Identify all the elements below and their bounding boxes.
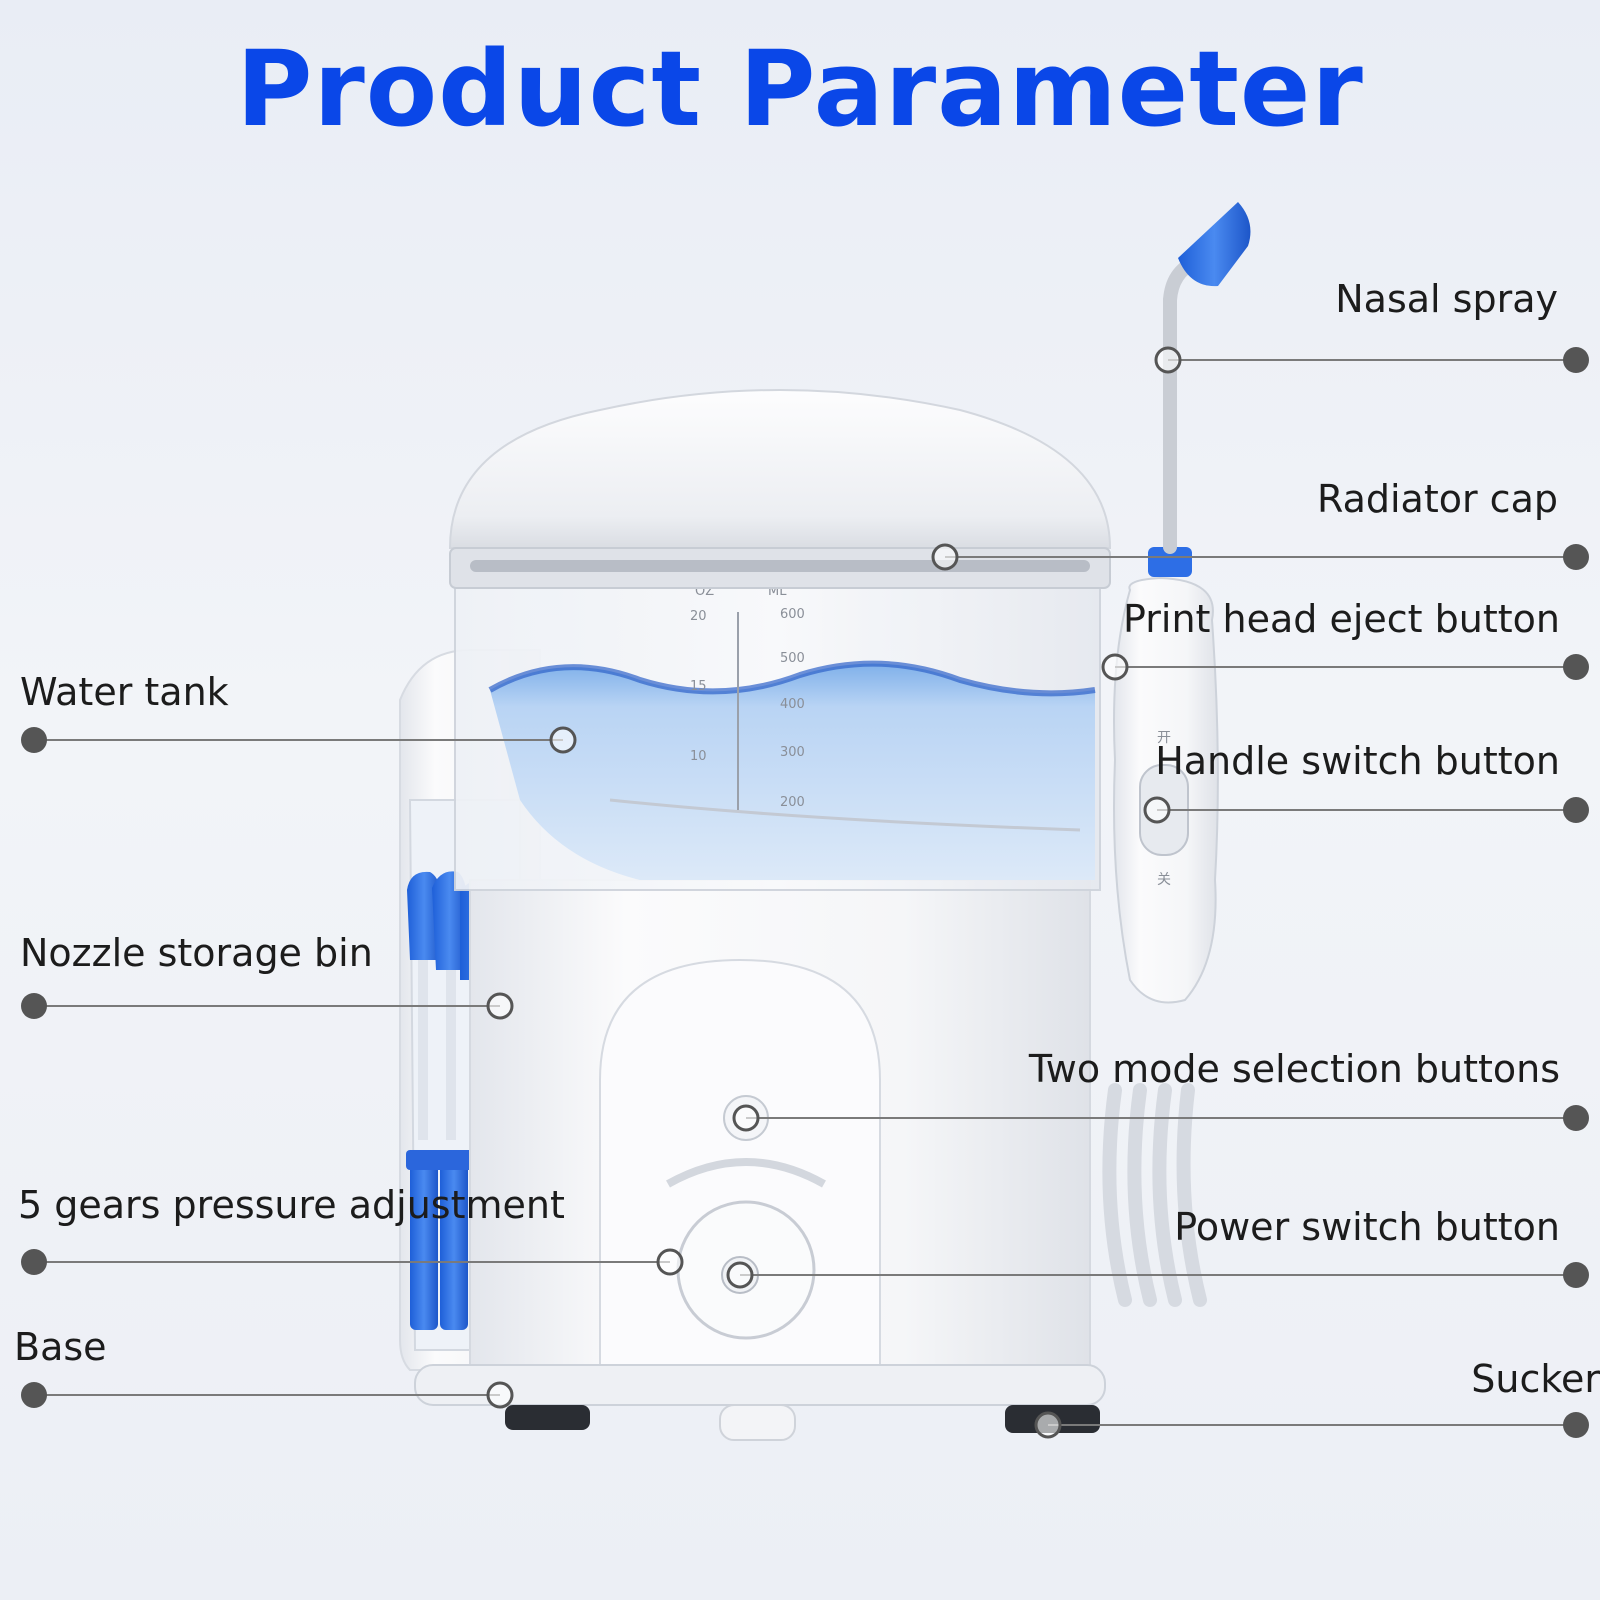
svg-text:600: 600 — [780, 607, 805, 622]
callout-label-water-tank: Water tank — [20, 670, 229, 714]
sucker-left — [505, 1405, 590, 1430]
svg-text:200: 200 — [780, 795, 805, 810]
leader-ring-sucker — [1034, 1411, 1062, 1439]
leader-dot-print-head-eject-button — [1563, 654, 1589, 680]
leader-ring-two-mode-selection-buttons — [732, 1104, 760, 1132]
base-foot — [719, 1404, 796, 1441]
callout-label-nasal-spray: Nasal spray — [1335, 277, 1558, 321]
water-tank: OZ ML 20 15 10 600 500 400 300 200 — [454, 559, 1101, 891]
svg-text:500: 500 — [780, 651, 805, 666]
leader-ring-handle-switch-button — [1143, 796, 1171, 824]
callout-label-nozzle-storage-bin: Nozzle storage bin — [20, 931, 373, 975]
water — [490, 663, 1095, 880]
callout-label-radiator-cap: Radiator cap — [1317, 477, 1558, 521]
callout-label-base: Base — [14, 1325, 107, 1369]
leader-dot-two-mode-selection-buttons — [1563, 1105, 1589, 1131]
leader-ring-pressure-adjustment — [656, 1248, 684, 1276]
leader-ring-water-tank — [549, 726, 577, 754]
leader-dot-handle-switch-button — [1563, 797, 1589, 823]
leader-dot-nasal-spray — [1563, 347, 1589, 373]
nasal-spray-tip — [1178, 202, 1251, 287]
svg-text:10: 10 — [690, 749, 707, 764]
tank-scale: OZ ML 20 15 10 600 500 400 300 200 — [690, 584, 805, 810]
base — [414, 1364, 1106, 1441]
svg-text:关: 关 — [1157, 872, 1171, 888]
leader-dot-pressure-adjustment — [21, 1249, 47, 1275]
callout-label-power-switch-button: Power switch button — [1174, 1205, 1560, 1249]
svg-text:15: 15 — [690, 679, 707, 694]
leader-lines — [21, 346, 1589, 1439]
callout-label-handle-switch-button: Handle switch button — [1155, 739, 1560, 783]
svg-text:400: 400 — [780, 697, 805, 712]
hose — [1102, 1083, 1207, 1307]
radiator-cap — [448, 389, 1112, 589]
leader-dot-power-switch-button — [1563, 1262, 1589, 1288]
leader-dot-water-tank — [21, 727, 47, 753]
callout-label-two-mode-selection-buttons: Two mode selection buttons — [1028, 1047, 1560, 1091]
leader-ring-nozzle-storage-bin — [486, 992, 514, 1020]
leader-ring-power-switch-button — [726, 1261, 754, 1289]
page-title: Product Parameter — [236, 28, 1364, 150]
leader-dot-sucker — [1563, 1412, 1589, 1438]
leader-ring-print-head-eject-button — [1101, 653, 1129, 681]
callout-label-sucker: Sucker — [1471, 1357, 1600, 1401]
handle: 开 关 — [1102, 202, 1251, 1307]
callout-label-print-head-eject-button: Print head eject button — [1123, 597, 1560, 641]
svg-text:300: 300 — [780, 745, 805, 760]
eject-ring — [1148, 547, 1192, 577]
leader-dot-nozzle-storage-bin — [21, 993, 47, 1019]
callout-label-pressure-adjustment: 5 gears pressure adjustment — [18, 1183, 565, 1227]
leader-dot-base — [21, 1382, 47, 1408]
leader-ring-radiator-cap — [931, 543, 959, 571]
svg-text:开: 开 — [1157, 730, 1171, 746]
leader-dot-radiator-cap — [1563, 544, 1589, 570]
svg-text:20: 20 — [690, 609, 707, 624]
leader-ring-base — [486, 1381, 514, 1409]
leader-ring-nasal-spray — [1154, 346, 1182, 374]
